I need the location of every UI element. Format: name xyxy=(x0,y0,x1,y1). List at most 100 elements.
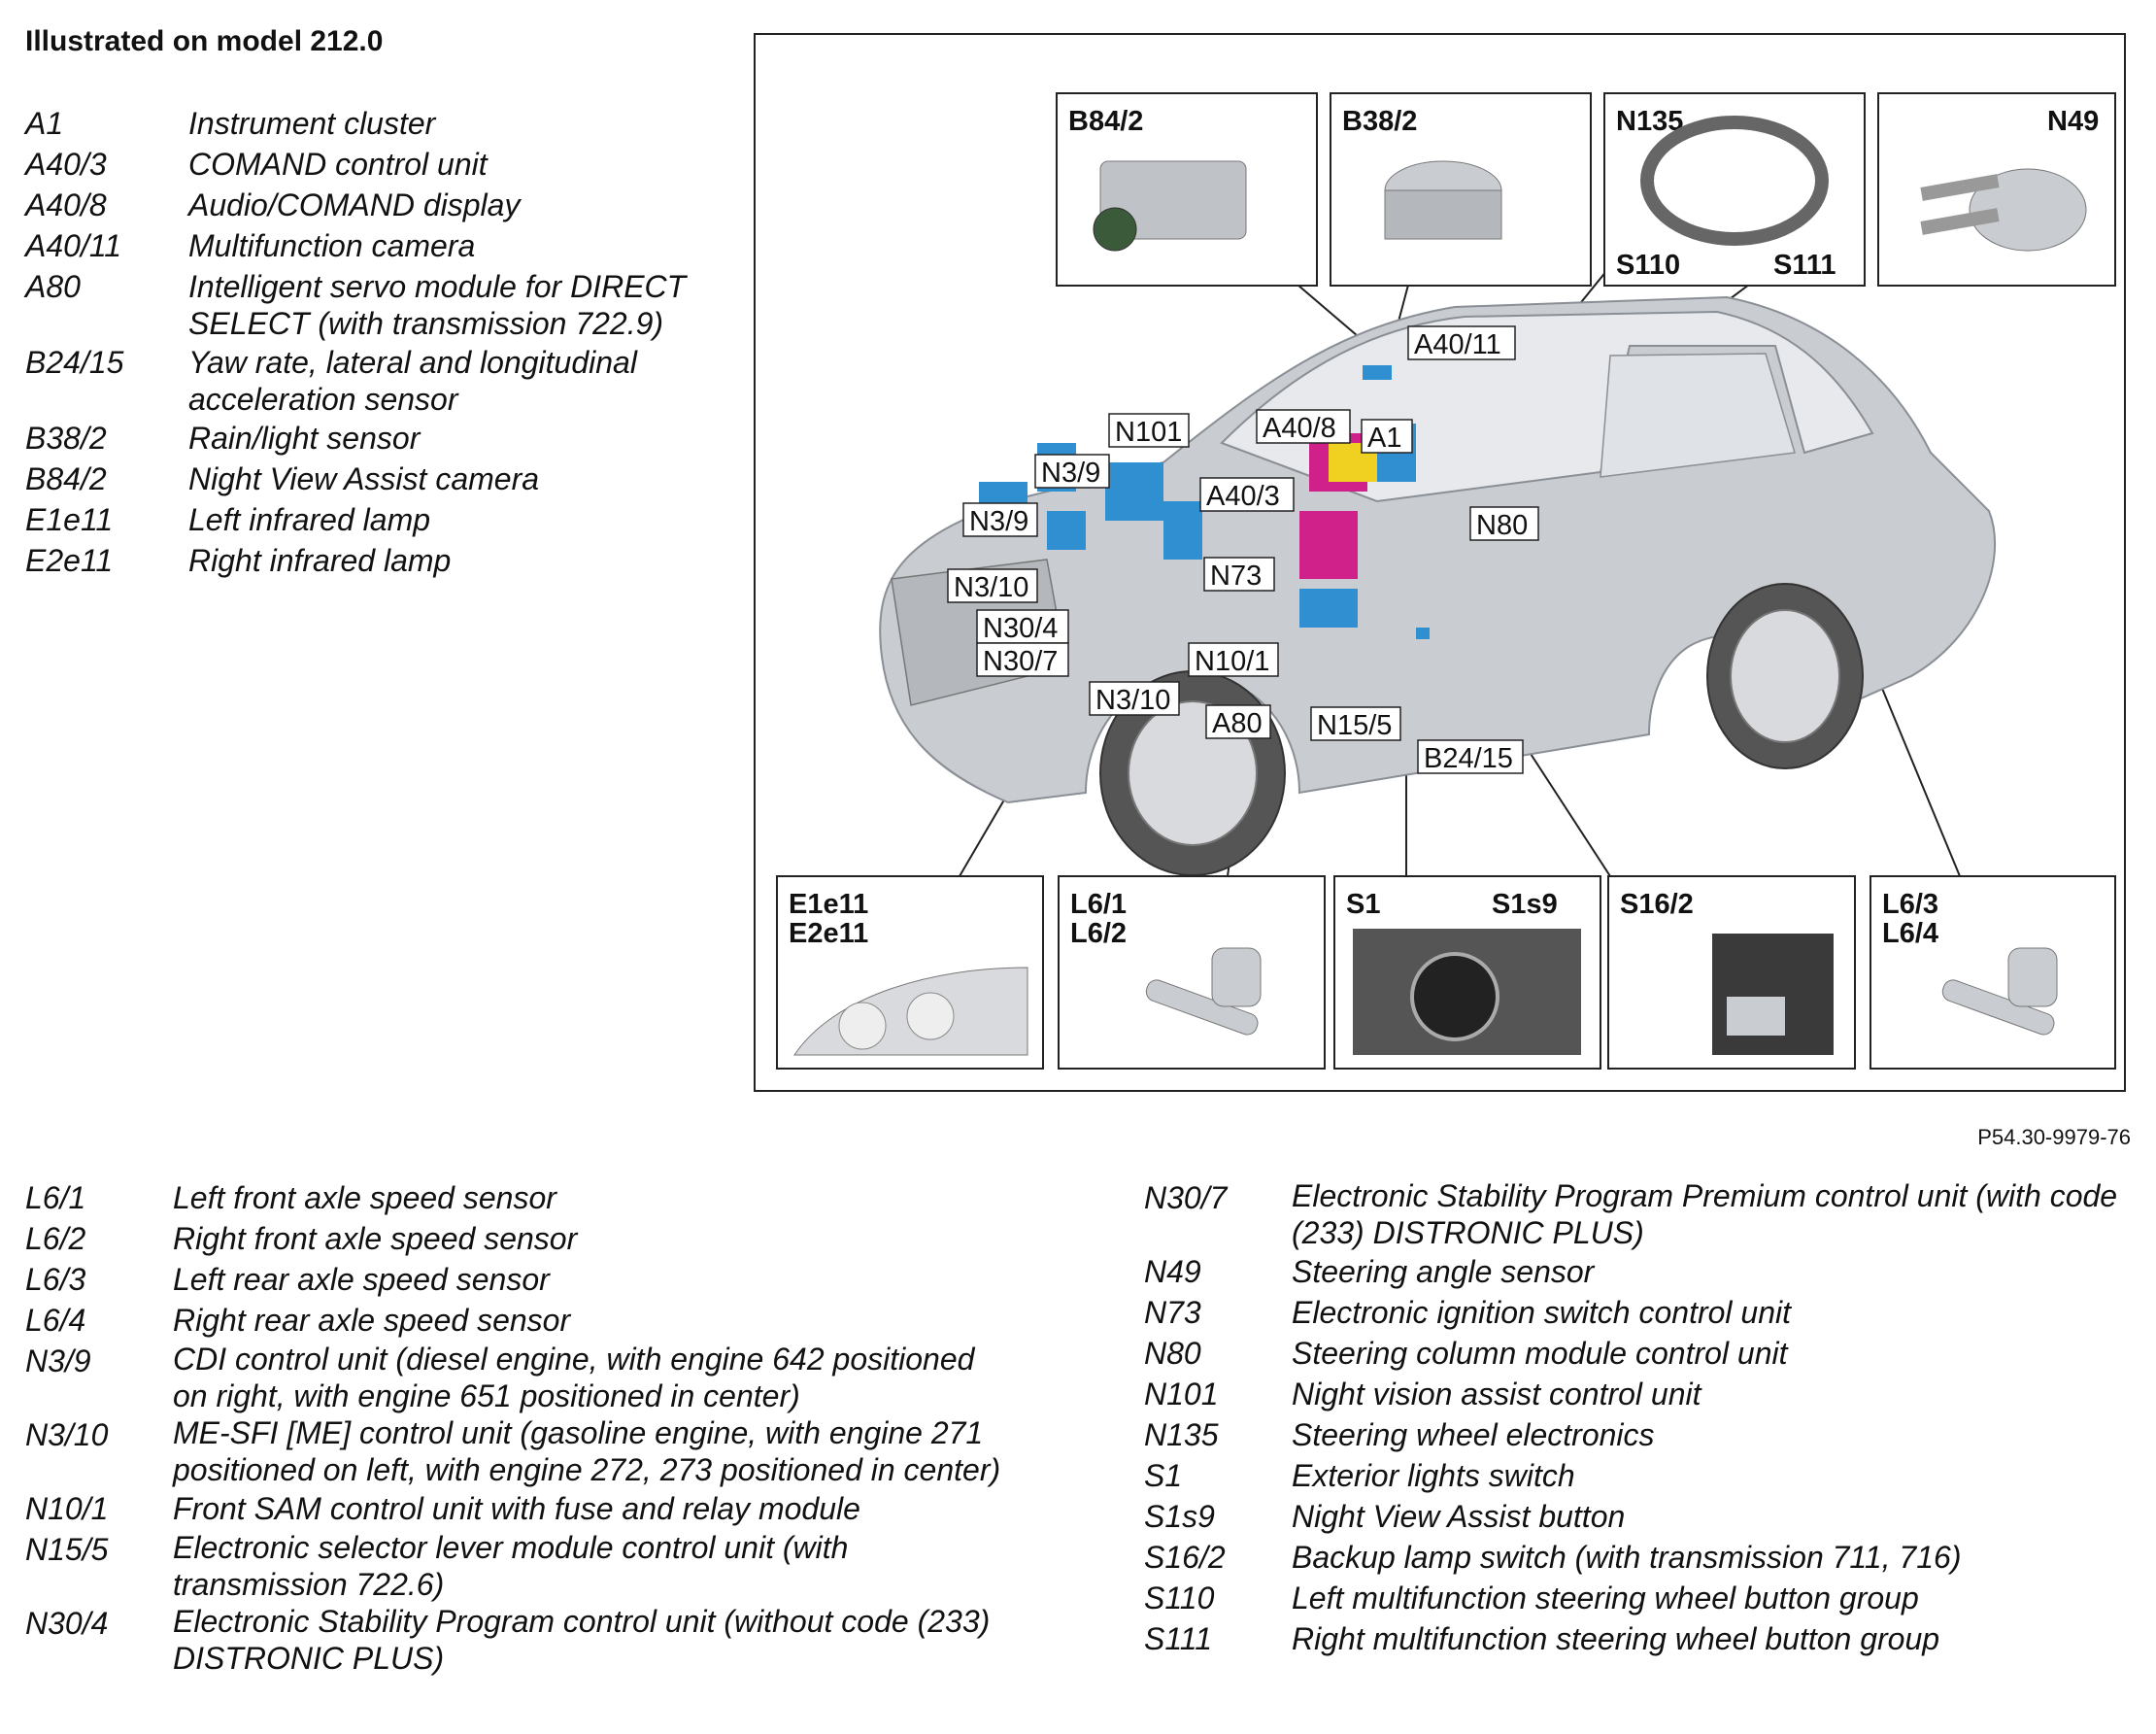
legend-code: E1e11 xyxy=(25,502,114,537)
legend-desc: Multifunction camera xyxy=(188,228,476,263)
legend-code: N73 xyxy=(1144,1295,1201,1330)
inset-label: S111 xyxy=(1773,250,1836,281)
legend-code: A1 xyxy=(25,106,64,141)
legend-desc: ME-SFI [ME] control unit (gasoline engin… xyxy=(173,1415,1001,1487)
legend-row: N49 Steering angle sensor xyxy=(1144,1251,2135,1292)
inset-rain-light-sensor: B38/2 xyxy=(1330,92,1592,287)
svg-text:A40/3: A40/3 xyxy=(1206,481,1280,512)
inset-label: E2e11 xyxy=(789,918,868,949)
legend-desc: Instrument cluster xyxy=(188,106,436,141)
component-location-figure: B84/2 B38/2 N135 S110 S111 N49 E1e xyxy=(754,33,2126,1092)
legend-desc: Steering angle sensor xyxy=(1292,1254,1595,1289)
legend-code: N30/7 xyxy=(1144,1180,1228,1215)
figure-svg: B84/2 B38/2 N135 S110 S111 N49 E1e xyxy=(776,92,2116,1070)
legend-code: N15/5 xyxy=(25,1532,109,1567)
legend-code: N80 xyxy=(1144,1336,1201,1371)
legend-code: S111 xyxy=(1144,1621,1212,1656)
legend-code: S1s9 xyxy=(1144,1499,1215,1534)
svg-text:N73: N73 xyxy=(1210,561,1262,592)
svg-text:B24/15: B24/15 xyxy=(1424,743,1513,774)
legend-desc: Night vision assist control unit xyxy=(1292,1377,1701,1411)
legend-desc: COMAND control unit xyxy=(188,147,488,182)
callout-b24-15: B24/15 xyxy=(1417,739,1524,774)
legend-code: N3/9 xyxy=(25,1343,91,1378)
legend-row: N30/7 Electronic Stability Program Premiu… xyxy=(1144,1177,2135,1251)
legend-desc: Left rear axle speed sensor xyxy=(173,1262,550,1297)
legend-code: E2e11 xyxy=(25,543,114,578)
legend-code: A40/8 xyxy=(25,187,107,222)
legend-code: L6/2 xyxy=(25,1221,86,1256)
legend-code: S1 xyxy=(1144,1458,1183,1493)
legend-row: S111 Right multifunction steering wheel b… xyxy=(1144,1618,2135,1659)
callout-n10-1: N10/1 xyxy=(1188,642,1279,677)
inset-infrared-lamps: E1e11 E2e11 xyxy=(776,875,1044,1070)
callout-a80: A80 xyxy=(1205,704,1271,739)
inset-label: N49 xyxy=(2047,106,2099,137)
inset-steering-angle-sensor: N49 xyxy=(1877,92,2116,287)
legend-code: B38/2 xyxy=(25,421,107,456)
svg-text:N3/9: N3/9 xyxy=(969,506,1028,537)
legend-desc: Front SAM control unit with fuse and rel… xyxy=(173,1491,860,1526)
callout-n80: N80 xyxy=(1469,506,1539,541)
legend-desc: Steering column module control unit xyxy=(1292,1336,1788,1371)
legend-row: A1 Instrument cluster xyxy=(25,103,705,144)
svg-text:A40/8: A40/8 xyxy=(1263,413,1336,444)
legend-row: E1e11 Left infrared lamp xyxy=(25,499,705,540)
legend-code: N101 xyxy=(1144,1377,1219,1411)
svg-text:N15/5: N15/5 xyxy=(1317,710,1392,741)
legend-bottom-right: N30/7 Electronic Stability Program Premiu… xyxy=(1144,1177,2135,1659)
legend-desc: Left front axle speed sensor xyxy=(173,1180,556,1215)
legend-desc: Electronic Stability Program Premium con… xyxy=(1292,1178,2118,1250)
inset-label: E1e11 xyxy=(789,889,868,920)
legend-row: L6/4 Right rear axle speed sensor xyxy=(25,1300,1016,1341)
callout-n3-10-lower: N3/10 xyxy=(1089,681,1180,716)
legend-desc: Left multifunction steering wheel button… xyxy=(1292,1581,1919,1615)
legend-code: N49 xyxy=(1144,1254,1201,1289)
svg-text:A1: A1 xyxy=(1367,423,1401,454)
callout-n101: N101 xyxy=(1108,413,1190,448)
legend-code: S110 xyxy=(1144,1581,1215,1615)
legend-desc: Yaw rate, lateral and longitudinal accel… xyxy=(188,345,637,417)
legend-row: N101 Night vision assist control unit xyxy=(1144,1374,2135,1414)
inset-label: L6/4 xyxy=(1882,918,1938,949)
callouts: A40/11 N101 A40/8 A1 N3/9 A40/3 N3/9 N80… xyxy=(947,325,1539,774)
legend-desc: Left infrared lamp xyxy=(188,502,431,537)
legend-code: A40/11 xyxy=(25,228,122,263)
callout-a40-3: A40/3 xyxy=(1199,477,1295,512)
figure-id: P54.30-9979-76 xyxy=(1977,1125,2131,1149)
callout-a40-11: A40/11 xyxy=(1407,325,1516,360)
legend-code: A40/3 xyxy=(25,147,107,182)
legend-desc: Right rear axle speed sensor xyxy=(173,1303,571,1338)
legend-code: L6/4 xyxy=(25,1303,86,1338)
legend-code: N10/1 xyxy=(25,1491,109,1526)
legend-desc: Electronic Stability Program control uni… xyxy=(173,1604,991,1676)
inset-night-view-camera: B84/2 xyxy=(1056,92,1318,287)
legend-row: L6/3 Left rear axle speed sensor xyxy=(25,1259,1016,1300)
legend-desc: Night View Assist camera xyxy=(188,461,540,496)
legend-row: S110 Left multifunction steering wheel bu… xyxy=(1144,1578,2135,1618)
legend-desc: Right multifunction steering wheel butto… xyxy=(1292,1621,1940,1656)
legend-row: S1 Exterior lights switch xyxy=(1144,1455,2135,1496)
callout-n3-9-upper: N3/9 xyxy=(1034,454,1110,489)
legend-desc: Exterior lights switch xyxy=(1292,1458,1575,1493)
svg-text:N10/1: N10/1 xyxy=(1195,646,1269,677)
svg-text:N3/10: N3/10 xyxy=(1095,685,1170,716)
inset-label: S1s9 xyxy=(1492,889,1558,920)
inset-label: B84/2 xyxy=(1068,106,1143,137)
svg-text:A80: A80 xyxy=(1212,708,1263,739)
svg-text:N3/9: N3/9 xyxy=(1041,458,1100,489)
legend-desc: Steering wheel electronics xyxy=(1292,1417,1655,1452)
legend-row: N80 Steering column module control unit xyxy=(1144,1333,2135,1374)
callout-n3-9-lower: N3/9 xyxy=(962,502,1038,537)
inset-label: L6/3 xyxy=(1882,889,1938,920)
legend-code: L6/3 xyxy=(25,1262,86,1297)
